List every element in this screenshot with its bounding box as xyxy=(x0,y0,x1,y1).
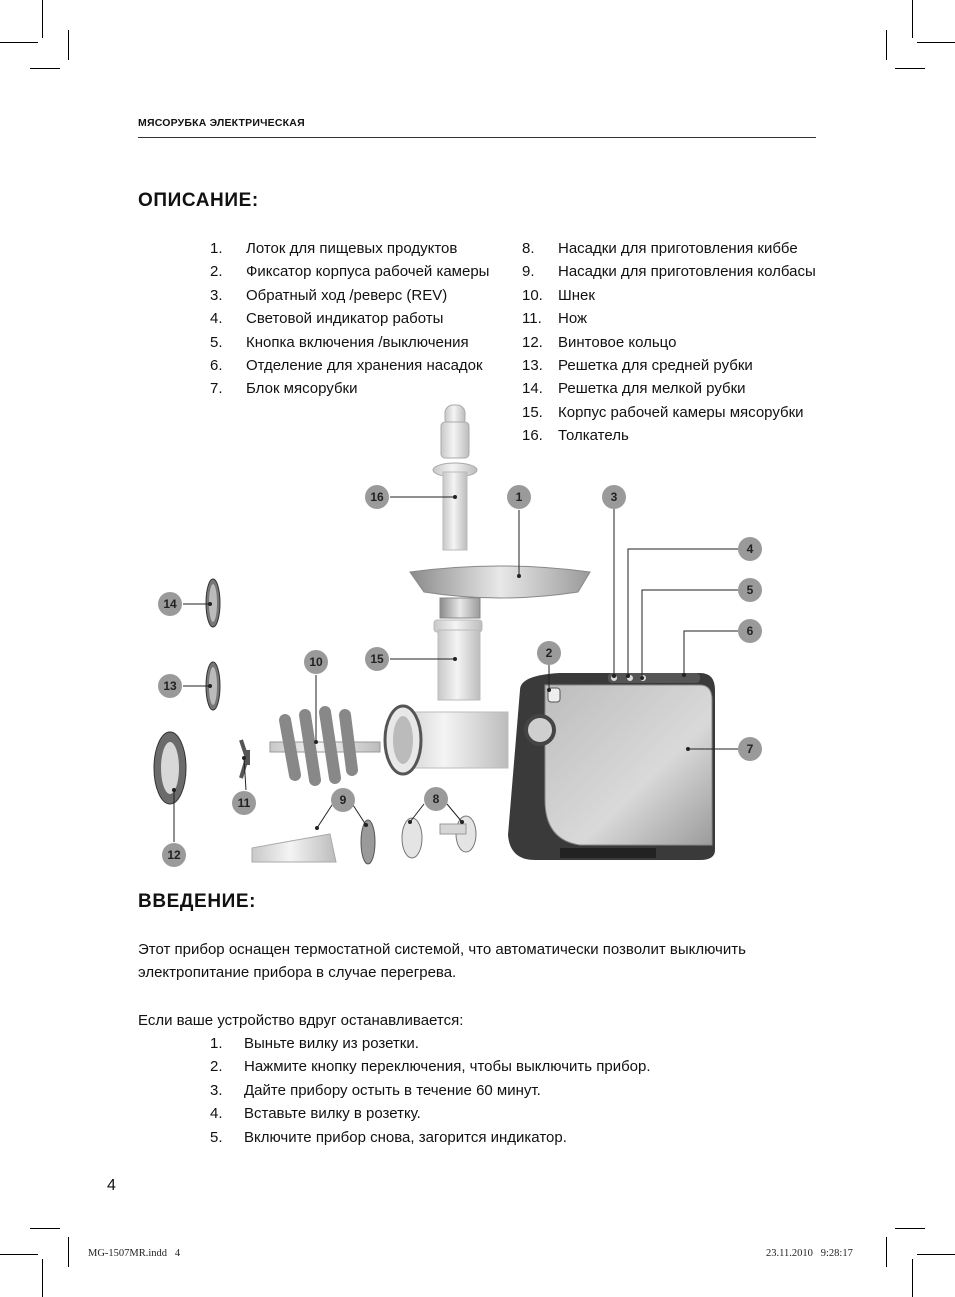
callout-13: 13 xyxy=(158,674,182,698)
sausage-attachment-part xyxy=(251,819,376,865)
leader-dots xyxy=(172,495,690,830)
callout-7: 7 xyxy=(738,737,762,761)
list-item: 14.Решетка для мелкой рубки xyxy=(522,380,746,398)
svg-text:15: 15 xyxy=(370,652,384,666)
svg-text:4: 4 xyxy=(747,542,754,556)
leader-lines xyxy=(173,496,738,842)
svg-text:10: 10 xyxy=(309,655,323,669)
pusher-part xyxy=(432,404,478,551)
fine-grid-plate xyxy=(205,578,221,628)
callout-11: 11 xyxy=(232,791,256,815)
intro-heading: ВВЕДЕНИЕ: xyxy=(138,891,257,912)
list-item: 8.Насадки для приготовления киббе xyxy=(522,240,798,257)
callout-5: 5 xyxy=(738,578,762,602)
svg-text:11: 11 xyxy=(238,796,251,810)
meat-grinder-diagram: 16 1 3 4 5 6 7 14 13 10 15 2 9 8 11 12 xyxy=(153,404,762,867)
svg-text:5: 5 xyxy=(747,583,754,597)
list-item: 2.Нажмите кнопку переключения, чтобы вык… xyxy=(210,1058,651,1076)
list-item: 3.Обратный ход /реверс (REV) xyxy=(210,286,448,304)
callout-15: 15 xyxy=(365,647,389,671)
callout-8: 8 xyxy=(424,787,448,811)
steps-list: 1.Выньте вилку из розетки. 2.Нажмите кно… xyxy=(210,1032,730,1149)
motor-unit-part xyxy=(508,673,715,860)
svg-text:14: 14 xyxy=(163,597,177,611)
screw-ring-part xyxy=(153,731,187,805)
callout-14: 14 xyxy=(158,592,182,616)
list-item: 12.Винтовое кольцо xyxy=(522,333,677,351)
page-number: 4 xyxy=(107,1177,116,1194)
callout-2: 2 xyxy=(537,641,561,665)
list-item: 15.Корпус рабочей камеры мясорубки xyxy=(522,403,804,421)
food-tray-part xyxy=(409,565,591,619)
chamber-body-part xyxy=(383,619,509,776)
file-slug: MG-1507MR.indd 4 xyxy=(88,1248,181,1259)
steps-intro: Если ваше устройство вдруг останавливает… xyxy=(138,1012,464,1029)
list-item: 16.Толкатель xyxy=(522,427,629,445)
list-item: 11.Нож xyxy=(522,310,588,328)
callout-9: 9 xyxy=(331,788,355,812)
description-heading: ОПИСАНИЕ: xyxy=(138,190,259,211)
knife-part xyxy=(239,739,250,779)
svg-text:1: 1 xyxy=(516,490,523,504)
callout-12: 12 xyxy=(162,843,186,867)
list-item: 4.Световой индикатор работы xyxy=(210,310,444,328)
callout-10: 10 xyxy=(304,650,328,674)
intro-paragraph: Этот прибор оснащен термостатной системо… xyxy=(138,941,746,982)
svg-text:2: 2 xyxy=(546,646,553,660)
callout-6: 6 xyxy=(738,619,762,643)
list-item: 5.Включите прибор снова, загорится индик… xyxy=(210,1128,567,1146)
list-item: 5.Кнопка включения /выключения xyxy=(210,333,469,351)
callout-3: 3 xyxy=(602,485,626,509)
header-rule xyxy=(138,137,816,138)
svg-text:7: 7 xyxy=(747,742,754,756)
callout-4: 4 xyxy=(738,537,762,561)
callout-16: 16 xyxy=(365,485,389,509)
callout-1: 1 xyxy=(507,485,531,509)
svg-text:16: 16 xyxy=(370,490,384,504)
list-item: 9.Насадки для приготовления колбасы xyxy=(522,263,816,281)
list-item: 13.Решетка для средней рубки xyxy=(522,357,753,375)
svg-text:9: 9 xyxy=(340,793,347,807)
list-item: 7.Блок мясорубки xyxy=(210,380,358,398)
running-header: МЯСОРУБКА ЭЛЕКТРИЧЕСКАЯ xyxy=(138,117,305,129)
kibbe-attachment-part xyxy=(401,815,477,859)
list-item: 3.Дайте прибору остыть в течение 60 мину… xyxy=(210,1081,541,1099)
list-item: 4.Вставьте вилку в розетку. xyxy=(210,1105,421,1123)
print-timestamp: 23.11.2010 9:28:17 xyxy=(766,1248,853,1259)
svg-text:6: 6 xyxy=(747,624,754,638)
svg-text:12: 12 xyxy=(167,848,181,862)
callout-badges: 16 1 3 4 5 6 7 14 13 10 15 2 9 8 11 12 xyxy=(158,485,762,867)
parts-list-right: 8.Насадки для приготовления киббе 9.Наса… xyxy=(522,237,842,448)
svg-text:3: 3 xyxy=(611,490,618,504)
list-item: 1.Лоток для пищевых продуктов xyxy=(210,240,458,257)
list-item: 6.Отделение для хранения насадок xyxy=(210,357,483,375)
auger-part xyxy=(269,706,381,786)
list-item: 1.Выньте вилку из розетки. xyxy=(210,1035,419,1052)
parts-list-left: 1.Лоток для пищевых продуктов 2.Фиксатор… xyxy=(210,237,510,401)
svg-text:13: 13 xyxy=(163,679,177,693)
svg-text:8: 8 xyxy=(433,792,440,806)
list-item: 10.Шнек xyxy=(522,286,595,304)
list-item: 2.Фиксатор корпуса рабочей камеры xyxy=(210,263,490,281)
